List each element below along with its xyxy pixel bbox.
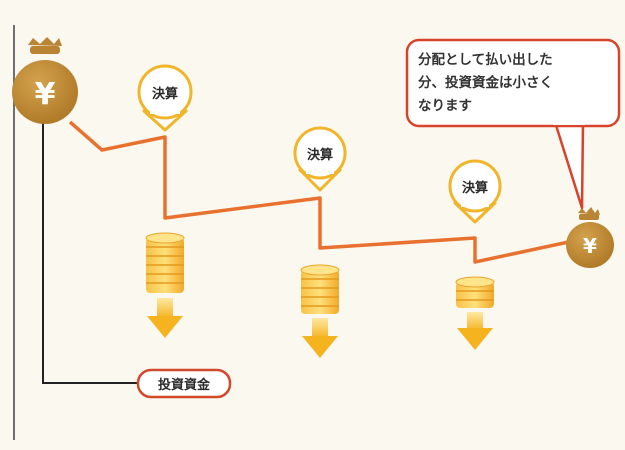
callout-line-3: なります xyxy=(418,98,472,114)
coin-stack-icon xyxy=(455,276,495,308)
down-arrow-icon xyxy=(457,312,493,350)
principal-connector-line xyxy=(42,95,138,384)
callout-line-1: 分配として払い出した xyxy=(418,51,553,68)
money-bag-icon: ¥ xyxy=(12,37,78,124)
settlement-pin: 決算 xyxy=(448,159,502,224)
investment-principal-trend-line xyxy=(68,120,579,264)
callout-bubble: 分配として払い出した 分、投資資金は小さく なります xyxy=(405,38,621,210)
coin-stack-icon xyxy=(145,232,185,293)
settlement-pin: 決算 xyxy=(137,64,193,132)
svg-text:投資資金: 投資資金 xyxy=(158,377,211,393)
callout-line-2: 分、投資資金は小さく xyxy=(418,74,553,91)
yen-symbol: ¥ xyxy=(583,234,597,258)
yen-symbol: ¥ xyxy=(35,77,56,112)
investment-principal-label: 投資資金 xyxy=(136,368,232,399)
settlement-pin: 決算 xyxy=(293,126,347,192)
money-bag-icon: ¥ xyxy=(566,207,614,268)
coin-stack-icon xyxy=(300,264,340,314)
down-arrow-icon xyxy=(147,298,183,338)
settlement-label: 決算 xyxy=(462,180,488,196)
settlement-label: 決算 xyxy=(307,147,333,163)
settlement-label: 決算 xyxy=(152,86,178,102)
down-arrow-icon xyxy=(302,318,338,358)
